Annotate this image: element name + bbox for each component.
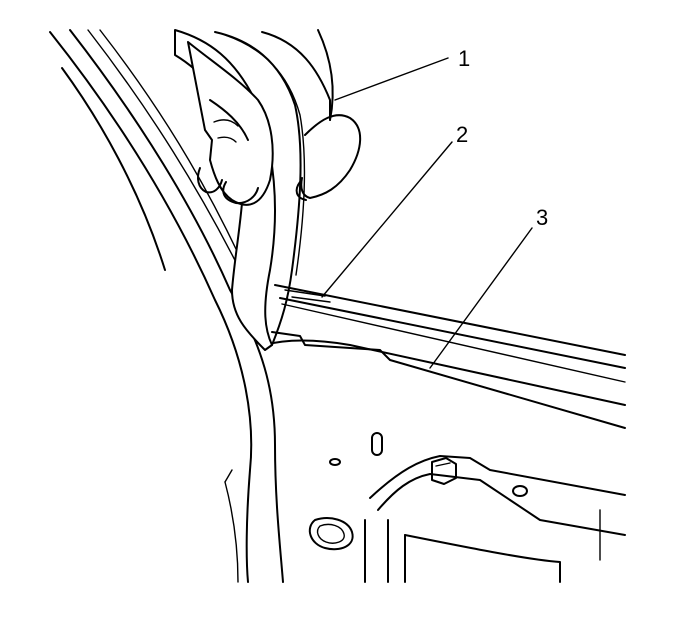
leader-line-3 [429, 227, 533, 369]
leader-line-1 [334, 57, 449, 101]
leader-line-2 [321, 141, 453, 298]
leader-lines [321, 57, 533, 369]
callout-1: 1 [458, 46, 470, 71]
door-sill [264, 284, 626, 429]
callout-2: 2 [456, 122, 468, 147]
hand [187, 29, 362, 206]
callout-3: 3 [536, 205, 548, 230]
door-inner-panel [308, 432, 626, 583]
door-pillar [49, 29, 284, 583]
